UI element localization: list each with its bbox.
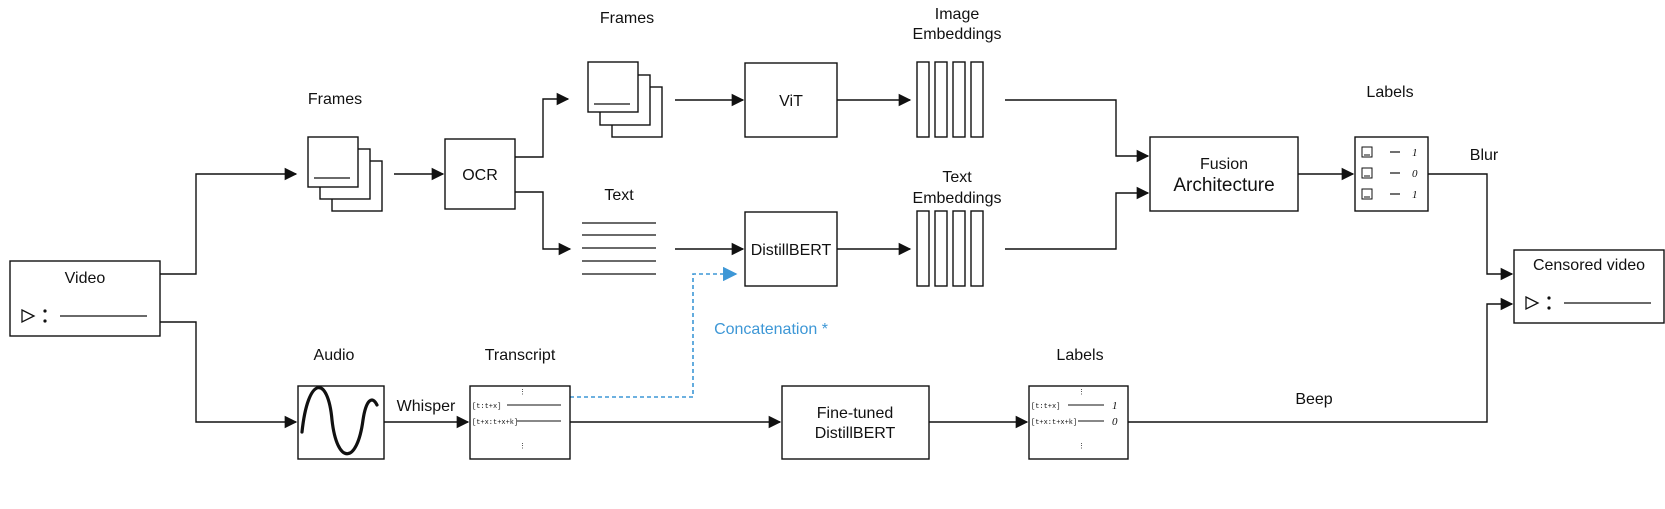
transcript-node: ⋮ [t:t+x] [t+x:t+x+k] ⋮: [469, 385, 571, 460]
finetuned-label-2: DistillBERT: [815, 425, 896, 442]
labels-bottom-node: ⋮ [t:t+x] 1 [t+x:t+x+k] 0 ⋮: [1028, 385, 1129, 460]
labels-row-1: [t:t+x]: [1031, 403, 1060, 411]
labels-row-2: [t+x:t+x+k]: [1031, 419, 1077, 427]
transcript-row-1: [t:t+x]: [472, 403, 501, 411]
frames-top-label: Frames: [600, 10, 654, 27]
censored-video-label: Censored video: [1533, 257, 1645, 274]
edge-concatenation: [570, 266, 738, 398]
text-embeddings-icon: [916, 210, 984, 287]
edge-imgemb-fusion: [1005, 99, 1150, 163]
frames-left-icon: [307, 136, 383, 212]
edge-video-frames: [160, 167, 298, 275]
labels-top-node: 1 0 1: [1354, 136, 1429, 212]
frames-left-label: Frames: [308, 91, 362, 108]
video-node: Video: [9, 260, 161, 337]
image-embeddings-icon: [916, 61, 984, 138]
play-icon: [21, 308, 147, 324]
transcript-row-2: [t+x:t+x+k]: [472, 419, 518, 427]
waveform-icon: [300, 386, 379, 456]
image-embeddings-label-1: Image: [935, 6, 980, 23]
label-value: 1: [1412, 147, 1418, 159]
whisper-label: Whisper: [397, 398, 456, 415]
text-lines-icon: [582, 222, 656, 275]
transcript-dots-top: ⋮: [519, 389, 526, 397]
audio-label: Audio: [314, 347, 355, 364]
transcript-label: Transcript: [485, 347, 556, 364]
edge-labels-censored-beep: [1128, 297, 1514, 423]
play-icon: [1525, 295, 1651, 311]
audio-node: [297, 385, 385, 460]
label-value: 0: [1112, 416, 1118, 428]
edge-video-audio: [160, 321, 298, 429]
fusion-label-1: Fusion: [1200, 156, 1248, 173]
connectors: [160, 92, 1514, 429]
finetuned-label-1: Fine-tuned: [817, 405, 894, 422]
fusion-label-2: Architecture: [1173, 175, 1274, 196]
label-value: 0: [1412, 168, 1418, 180]
label-value: 1: [1412, 189, 1418, 201]
ocr-node: OCR: [444, 138, 516, 210]
labels-dots-bottom: ⋮: [1078, 443, 1085, 451]
edge-ocr-frames: [515, 92, 570, 158]
text-label: Text: [604, 187, 634, 204]
labels-top-label: Labels: [1366, 84, 1413, 101]
fusion-node: Fusion Architecture: [1149, 136, 1299, 212]
edge-labels-censored: [1428, 173, 1514, 281]
labels-dots-top: ⋮: [1078, 389, 1085, 397]
vit-label: ViT: [779, 93, 803, 110]
image-embeddings-label-2: Embeddings: [913, 26, 1002, 43]
finetuned-node: Fine-tuned DistillBERT: [781, 385, 930, 460]
text-embeddings-label-1: Text: [942, 169, 972, 186]
concatenation-label: Concatenation *: [714, 321, 828, 338]
censored-video-node: Censored video: [1513, 249, 1665, 324]
frames-top-icon: [587, 61, 663, 138]
transcript-dots-bottom: ⋮: [519, 443, 526, 451]
labels-top-row: 1: [1361, 188, 1418, 201]
text-embeddings-label-2: Embeddings: [913, 190, 1002, 207]
distilbert-label: DistillBERT: [751, 242, 832, 259]
video-label: Video: [65, 270, 106, 287]
blur-label: Blur: [1470, 147, 1499, 164]
beep-label: Beep: [1295, 391, 1332, 408]
distilbert-node: DistillBERT: [744, 211, 838, 287]
labels-bottom-label: Labels: [1056, 347, 1103, 364]
edge-txtemb-fusion: [1005, 186, 1150, 250]
ocr-label: OCR: [462, 167, 498, 184]
labels-top-row: 1: [1361, 146, 1418, 159]
labels-top-row: 0: [1361, 167, 1418, 180]
edge-ocr-text: [515, 191, 572, 256]
vit-node: ViT: [744, 62, 838, 138]
label-value: 1: [1112, 400, 1118, 412]
